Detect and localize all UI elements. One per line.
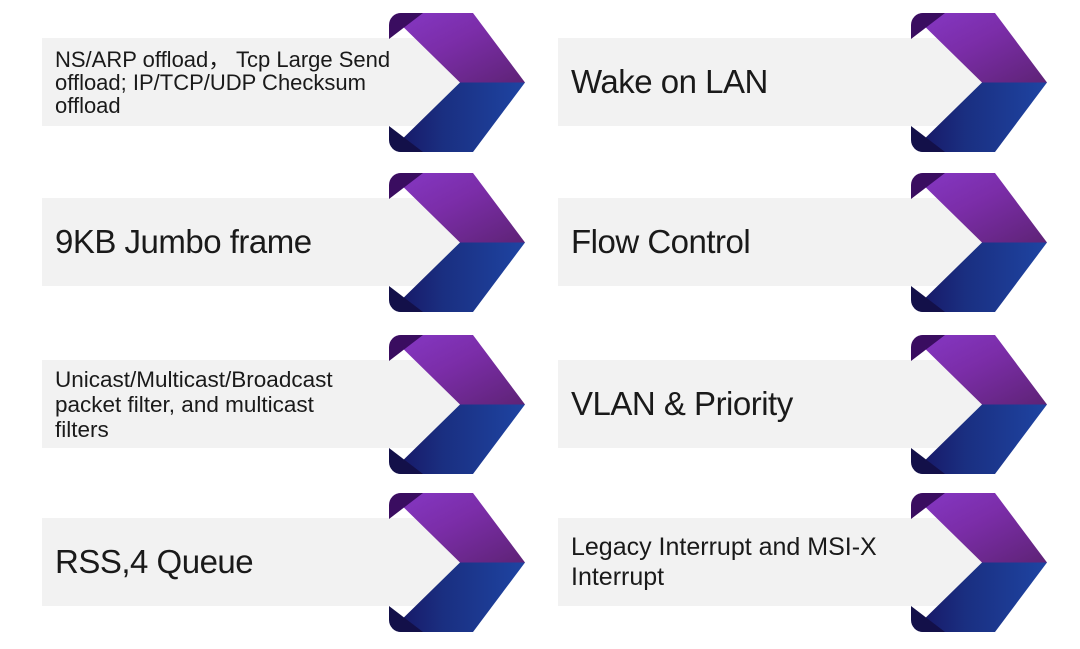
feature-item-vlan-priority: VLAN & Priority [558, 335, 1047, 474]
feature-label-bar: NS/ARP offload， Tcp Large Send offload; … [42, 38, 461, 126]
chevron-arrow-icon [389, 173, 525, 312]
feature-label: RSS,4 Queue [55, 543, 254, 580]
feature-label-bar: Wake on LAN [558, 38, 982, 126]
chevron-arrow-icon [389, 335, 525, 474]
chevron-arrow-icon [911, 13, 1047, 152]
feature-item-rss-queue: RSS,4 Queue [42, 493, 525, 632]
feature-item-packet-filters: Unicast/Multicast/Broadcast packet filte… [42, 335, 525, 474]
feature-label: Flow Control [571, 223, 751, 260]
feature-label-bar: RSS,4 Queue [42, 518, 461, 606]
feature-item-jumbo-frame: 9KB Jumbo frame [42, 173, 525, 312]
feature-item-flow-control: Flow Control [558, 173, 1047, 312]
chevron-arrow-icon [911, 493, 1047, 632]
feature-label-bar: 9KB Jumbo frame [42, 198, 461, 286]
feature-label: Wake on LAN [571, 63, 768, 100]
feature-label: Legacy Interrupt and MSI-X Interrupt [571, 533, 877, 591]
chevron-arrow-icon [911, 335, 1047, 474]
feature-label: 9KB Jumbo frame [55, 223, 312, 260]
feature-label-bar: Unicast/Multicast/Broadcast packet filte… [42, 360, 461, 448]
feature-label: Unicast/Multicast/Broadcast packet filte… [55, 366, 333, 442]
feature-label: NS/ARP offload， Tcp Large Send offload; … [55, 46, 391, 118]
feature-item-offloads: NS/ARP offload， Tcp Large Send offload; … [42, 13, 525, 152]
feature-item-interrupts: Legacy Interrupt and MSI-X Interrupt [558, 493, 1047, 632]
feature-item-wake-on-lan: Wake on LAN [558, 13, 1047, 152]
chevron-arrow-icon [389, 13, 525, 152]
feature-label: VLAN & Priority [571, 385, 793, 422]
feature-label-bar: VLAN & Priority [558, 360, 982, 448]
chevron-arrow-icon [389, 493, 525, 632]
chevron-arrow-icon [911, 173, 1047, 312]
feature-label-bar: Flow Control [558, 198, 982, 286]
feature-label-bar: Legacy Interrupt and MSI-X Interrupt [558, 518, 982, 606]
